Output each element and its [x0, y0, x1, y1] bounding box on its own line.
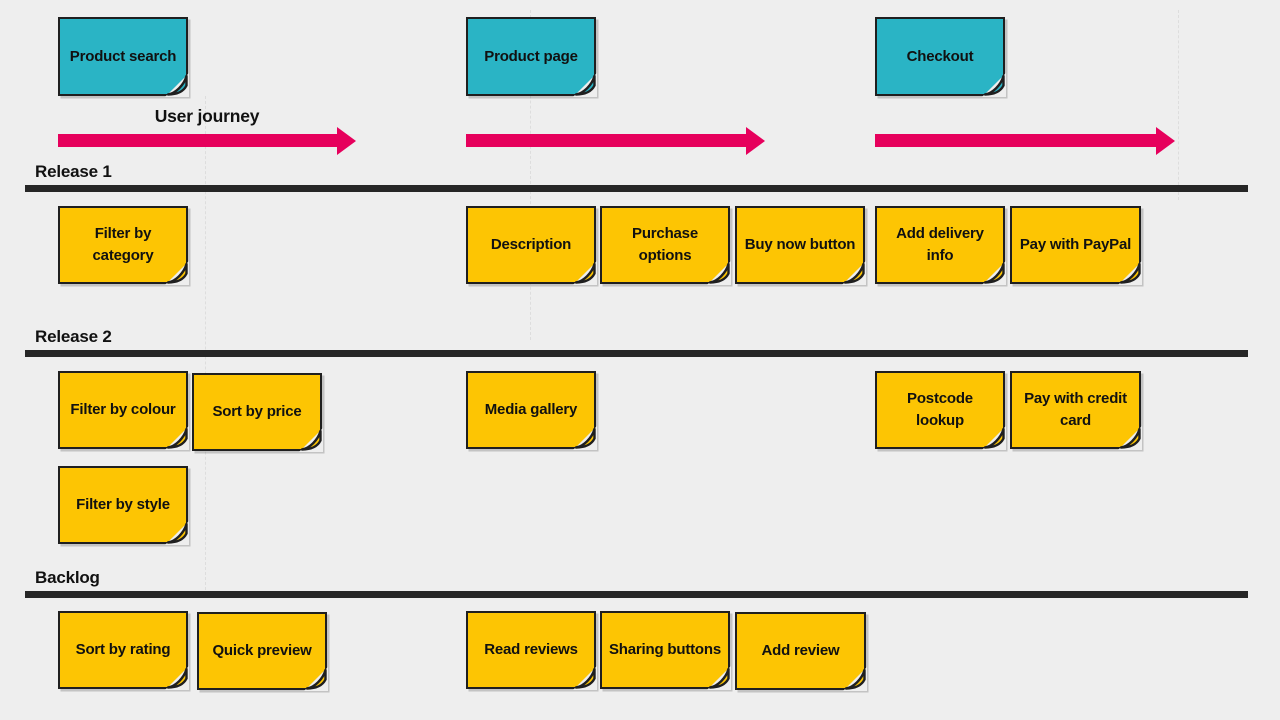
story-note-sharing-buttons[interactable]: Sharing buttons: [600, 611, 731, 690]
folded-corner-icon: [164, 665, 189, 690]
folded-corner-icon: [1117, 425, 1142, 450]
story-note-filter-by-style[interactable]: Filter by style: [58, 466, 189, 545]
folded-corner-icon: [981, 260, 1006, 285]
note-label: Add review: [761, 642, 840, 659]
note-label: Postcode lookup: [907, 390, 973, 429]
section-divider-release-1: [25, 185, 1248, 192]
story-note-sort-by-rating[interactable]: Sort by rating: [58, 611, 189, 690]
folded-corner-icon: [841, 260, 866, 285]
section-title-release-1: Release 1: [35, 162, 112, 181]
section-divider-backlog: [25, 591, 1248, 598]
note-label: Sharing buttons: [609, 641, 721, 658]
vertical-guide-line: [205, 96, 206, 590]
journey-step-note-product-search[interactable]: Product search: [58, 17, 189, 97]
journey-arrow-2: [466, 126, 765, 155]
note-label: Filter by style: [76, 496, 170, 513]
note-label: Media gallery: [484, 401, 578, 418]
note-label: Product page: [484, 47, 578, 65]
folded-corner-icon: [842, 666, 867, 691]
vertical-guide-line: [1178, 10, 1179, 200]
note-label: Pay with credit card: [1024, 390, 1127, 429]
story-note-sort-by-price[interactable]: Sort by price: [192, 373, 323, 452]
story-note-filter-by-category[interactable]: Filter by category: [58, 206, 189, 285]
folded-corner-icon: [572, 425, 597, 450]
note-label: Add delivery info: [896, 225, 984, 264]
folded-corner-icon: [572, 665, 597, 690]
story-note-buy-now-button[interactable]: Buy now button: [735, 206, 866, 285]
folded-corner-icon: [1117, 260, 1142, 285]
journey-arrow-1: [58, 126, 356, 155]
story-note-description[interactable]: Description: [466, 206, 597, 285]
folded-corner-icon: [164, 260, 189, 285]
note-label: Product search: [69, 47, 177, 65]
folded-corner-icon: [572, 72, 597, 97]
story-note-media-gallery[interactable]: Media gallery: [466, 371, 597, 450]
folded-corner-icon: [164, 520, 189, 545]
note-label: Sort by rating: [75, 641, 171, 658]
story-note-add-review[interactable]: Add review: [735, 612, 867, 691]
note-label: Filter by category: [92, 225, 154, 264]
note-label: Purchase options: [632, 225, 698, 264]
story-note-purchase-options[interactable]: Purchase options: [600, 206, 731, 285]
note-label: Quick preview: [212, 642, 312, 659]
section-divider-release-2: [25, 350, 1248, 357]
note-label: Filter by colour: [70, 401, 176, 418]
story-note-postcode-lookup[interactable]: Postcode lookup: [875, 371, 1006, 450]
note-label: Buy now button: [744, 236, 856, 253]
note-label: Pay with PayPal: [1019, 236, 1132, 253]
note-label: Description: [490, 236, 572, 253]
folded-corner-icon: [303, 666, 328, 691]
note-label: Checkout: [906, 47, 974, 65]
folded-corner-icon: [981, 72, 1006, 97]
folded-corner-icon: [981, 425, 1006, 450]
story-note-read-reviews[interactable]: Read reviews: [466, 611, 597, 690]
note-label: Read reviews: [484, 641, 578, 658]
vertical-guide-line: [530, 10, 531, 340]
section-title-backlog: Backlog: [35, 568, 100, 587]
story-note-pay-with-credit-card[interactable]: Pay with credit card: [1010, 371, 1142, 450]
folded-corner-icon: [572, 260, 597, 285]
journey-arrow-3: [875, 126, 1175, 155]
story-note-add-delivery-info[interactable]: Add delivery info: [875, 206, 1006, 285]
story-note-filter-by-colour[interactable]: Filter by colour: [58, 371, 189, 450]
note-label: Sort by price: [212, 403, 302, 420]
story-note-quick-preview[interactable]: Quick preview: [197, 612, 328, 691]
folded-corner-icon: [164, 425, 189, 450]
folded-corner-icon: [706, 665, 731, 690]
journey-step-note-product-page[interactable]: Product page: [466, 17, 597, 97]
folded-corner-icon: [706, 260, 731, 285]
section-title-release-2: Release 2: [35, 327, 112, 346]
story-note-pay-with-paypal[interactable]: Pay with PayPal: [1010, 206, 1142, 285]
folded-corner-icon: [164, 72, 189, 97]
journey-step-note-checkout[interactable]: Checkout: [875, 17, 1006, 97]
folded-corner-icon: [298, 427, 323, 452]
user-journey-label: User journey: [154, 106, 260, 126]
